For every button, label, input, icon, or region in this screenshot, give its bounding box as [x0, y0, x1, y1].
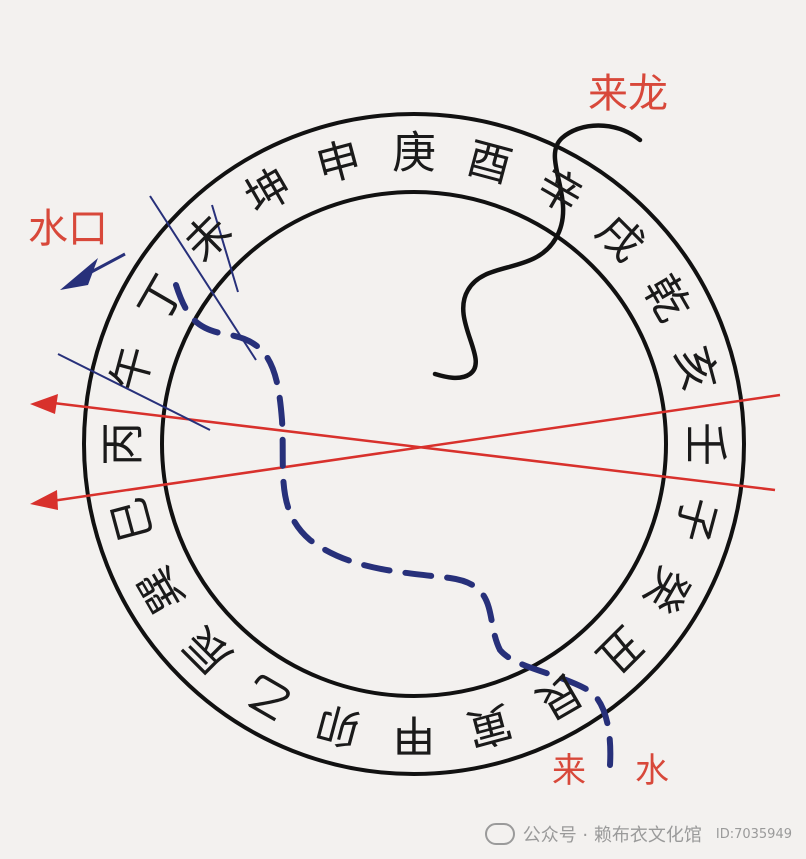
- blue-short-tick: [211, 204, 239, 293]
- ring-char: 子: [665, 491, 726, 547]
- ring-char: 申: [311, 133, 367, 194]
- ring-char: 甲: [392, 710, 436, 761]
- ring-char: 午: [103, 341, 164, 397]
- ring-char: 巳: [103, 491, 164, 547]
- ring-char: 巽: [129, 558, 195, 622]
- watermark: 公众号 · 赖布衣文化馆 ID:7035949: [484, 821, 792, 847]
- blue-divider-top: [149, 195, 257, 361]
- inner-ring: [160, 190, 668, 698]
- outer-ring: [82, 112, 746, 776]
- ring-char: 未: [175, 205, 242, 272]
- red-line-upper: [44, 393, 781, 504]
- ring-char: 壬: [680, 422, 731, 466]
- ring-char: 寅: [461, 695, 517, 756]
- ring-char: 丑: [586, 616, 653, 683]
- water-exit-label: 水口: [28, 206, 108, 252]
- dragon-label: 来龙: [588, 71, 668, 117]
- ring-char: 坤: [237, 159, 301, 225]
- ring-char: 辛: [528, 159, 592, 225]
- ring-char: 丙: [98, 422, 149, 466]
- ring-char: 戌: [586, 205, 653, 272]
- ring-char: 酉: [461, 133, 517, 194]
- watermark-id: ID:7035949: [715, 826, 792, 842]
- incoming-water-label-left: 来: [552, 751, 586, 791]
- ring-char: 丁: [129, 267, 195, 331]
- red-arrowhead-upper: [30, 394, 58, 414]
- red-arrowhead-lower: [30, 490, 58, 510]
- ring-characters: 巽巳丙午丁未坤申庚酉辛戌乾亥壬子癸丑艮寅甲卯乙辰: [98, 128, 731, 761]
- water-exit-arrowhead: [60, 258, 98, 290]
- red-line-lower: [44, 400, 776, 492]
- incoming-water-path: [173, 282, 614, 768]
- ring-char: 乙: [237, 663, 301, 729]
- watermark-text: 公众号 · 赖布衣文化馆: [522, 825, 702, 846]
- dragon-line: [432, 123, 643, 381]
- ring-char: 亥: [665, 341, 726, 397]
- ring-char: 乾: [633, 267, 699, 331]
- ring-char: 癸: [633, 558, 699, 622]
- incoming-water-label-right: 水: [635, 751, 669, 791]
- blue-divider-left: [57, 353, 211, 431]
- ring-char: 庚: [392, 128, 436, 179]
- ring-char: 辰: [175, 616, 242, 683]
- ring-char: 卯: [311, 695, 367, 756]
- chat-bubble-icon: [484, 823, 515, 845]
